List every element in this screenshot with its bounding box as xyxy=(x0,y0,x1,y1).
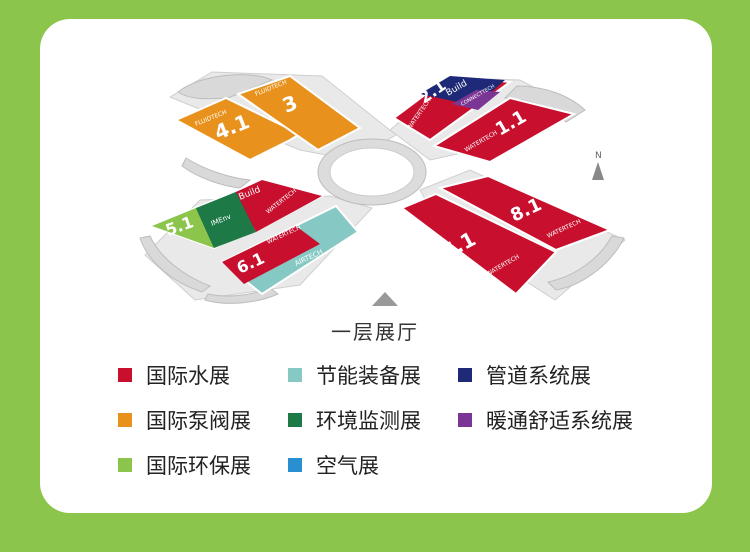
oval-e xyxy=(546,235,625,291)
legend-label: 暖通舒适系统展 xyxy=(486,409,633,433)
legend-swatch xyxy=(118,413,132,427)
hall-5-1[interactable]: 5.1 Build IMEnv WATERTECH xyxy=(149,178,325,250)
central-plaza xyxy=(317,138,427,206)
legend-label: 国际泵阀展 xyxy=(146,409,251,433)
hall-8-1[interactable]: 8.1 WATERTECH xyxy=(437,174,613,252)
hall-4-1[interactable]: 4.1 FLUIDTECH xyxy=(173,96,303,162)
legend-item: 管道系统展 xyxy=(458,361,591,389)
compass-label: N xyxy=(595,151,602,161)
oval-w xyxy=(139,235,212,293)
legend-swatch xyxy=(458,413,472,427)
compass: N xyxy=(592,151,604,180)
legend-item: 国际泵阀展 xyxy=(118,406,251,434)
legend-swatch xyxy=(118,368,132,382)
legend-label: 国际水展 xyxy=(146,364,230,388)
legend-item: 国际水展 xyxy=(118,361,230,389)
hall-7-1[interactable]: 7.1 WATERTECH xyxy=(399,192,558,296)
legend-item: 环境监测展 xyxy=(288,406,421,434)
legend-label: 环境监测展 xyxy=(316,409,421,433)
legend-item: 空气展 xyxy=(288,451,379,479)
legend-swatch xyxy=(118,458,132,472)
oval-left xyxy=(181,157,252,189)
legend-label: 空气展 xyxy=(316,454,379,478)
legend-swatch xyxy=(288,413,302,427)
legend-swatch xyxy=(288,368,302,382)
oval-nw xyxy=(177,74,274,100)
legend-swatch xyxy=(458,368,472,382)
legend-label: 管道系统展 xyxy=(486,364,591,388)
legend-item: 国际环保展 xyxy=(118,451,251,479)
legend-item: 暖通舒适系统展 xyxy=(458,406,633,434)
legend-label: 国际环保展 xyxy=(146,454,251,478)
legend-label: 节能装备展 xyxy=(316,364,421,388)
compass-arrow-icon xyxy=(592,162,604,180)
legend-item: 节能装备展 xyxy=(288,361,421,389)
floor-title: 一层展厅 xyxy=(331,320,419,344)
legend-swatch xyxy=(288,458,302,472)
hall-1-1[interactable]: 1.1 WATERTECH xyxy=(431,96,577,164)
entrance-arrow-icon xyxy=(372,292,398,306)
